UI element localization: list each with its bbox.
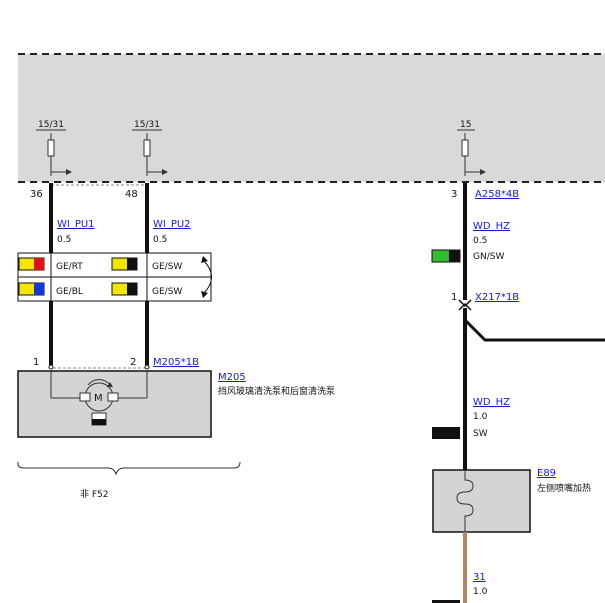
pin-marker (144, 364, 150, 370)
wire-color-code: GE/SW (152, 262, 182, 272)
connector-link[interactable]: A258*4B (475, 189, 519, 200)
wire-branch (463, 318, 605, 342)
component-m205-box (17, 370, 212, 438)
color-swatch-sw (432, 427, 460, 439)
wire-size: 0.5 (473, 236, 487, 246)
color-swatch-ge-bl (18, 282, 45, 296)
power-distribution-region (18, 54, 605, 182)
pin-number: 2 (130, 357, 136, 368)
wire-size: 1.0 (473, 412, 488, 422)
wire-name-link[interactable]: WD_HZ (473, 221, 510, 232)
wire-name-link[interactable]: WI_PU1 (57, 219, 95, 230)
arrow-icon (201, 291, 208, 298)
variant-label: 非 F52 (80, 488, 109, 500)
fuse-label: 15/31 (134, 120, 160, 130)
pin-marker (48, 364, 54, 370)
color-swatch-partial (432, 600, 460, 603)
connector-x217-symbol (458, 302, 472, 311)
fuse-label: 15 (460, 120, 471, 130)
color-swatch-gn-sw (431, 249, 461, 263)
wire-size: 0.5 (153, 235, 167, 245)
component-description: 挡风玻璃清洗泵和后窗清洗泵 (218, 385, 335, 397)
wire-color-code: GE/BL (56, 287, 83, 297)
component-e89-box (432, 469, 531, 533)
fuse-label: 15/31 (38, 120, 64, 130)
motor-symbol-label: M (94, 393, 103, 404)
pin-number: 1 (33, 357, 39, 368)
wire-size: 0.5 (57, 235, 71, 245)
color-swatch-ge-sw (111, 282, 138, 296)
pin-number: 48 (125, 189, 138, 200)
connector-x217-symbol (458, 299, 472, 308)
pin-number: 36 (30, 189, 43, 200)
variant-brace (17, 461, 241, 476)
wire-color-code: GE/RT (56, 262, 83, 272)
wire-color-code: GE/SW (152, 287, 182, 297)
fuse-icon (461, 133, 486, 176)
motor-icon (50, 371, 148, 426)
color-swatch-ge-rt (18, 257, 45, 271)
component-id-link[interactable]: E89 (537, 468, 556, 479)
arrow-icon (201, 256, 208, 263)
component-id-link[interactable]: M205 (218, 372, 246, 383)
pin-number: 1 (451, 292, 457, 303)
fuse-icon (47, 133, 72, 176)
wire-color-code: SW (473, 429, 488, 439)
color-swatch-ge-sw (111, 257, 138, 271)
wire-name-link[interactable]: WI_PU2 (153, 219, 191, 230)
wire-color-code: GN/SW (473, 252, 504, 262)
wire-name-link[interactable]: WD_HZ (473, 397, 510, 408)
alternative-bracket-arrow (202, 259, 212, 295)
heater-element-icon (456, 470, 474, 532)
component-description: 左侧喷嘴加热 (537, 482, 591, 494)
wire-size: 1.0 (473, 587, 488, 597)
fuse-icon (143, 133, 168, 176)
connector-link[interactable]: X217*1B (475, 292, 519, 303)
connector-link[interactable]: M205*1B (153, 357, 199, 368)
wire-name-link[interactable]: 31 (473, 572, 486, 583)
pin-number: 3 (451, 189, 457, 200)
